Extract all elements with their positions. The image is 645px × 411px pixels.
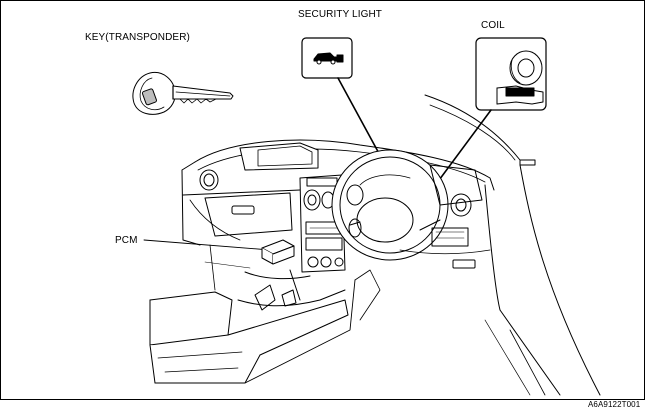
security-light-label: SECURITY LIGHT	[298, 9, 383, 20]
pcm-module-icon	[261, 239, 295, 265]
car-dashboard	[149, 94, 601, 396]
coil-label: COIL	[481, 20, 505, 31]
immobilizer-coil-icon	[475, 37, 547, 111]
pcm-label: PCM	[115, 235, 138, 246]
key-transponder-icon	[132, 71, 234, 115]
key-transponder-label: KEY(TRANSPONDER)	[85, 32, 190, 43]
figure-code: A6A9122T001	[588, 400, 641, 409]
security-light-icon	[301, 37, 353, 79]
